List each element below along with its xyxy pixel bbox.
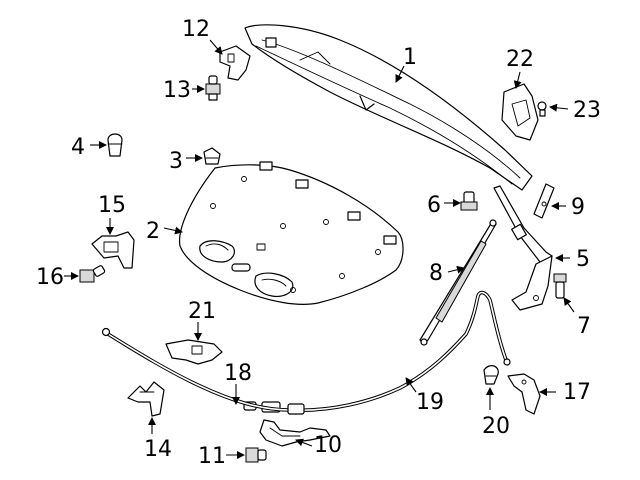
latch-clip-part: [483, 365, 499, 385]
callout-5: 5: [576, 247, 590, 272]
leader-12: [209, 39, 223, 55]
hinge-lower-bolt-part: [553, 273, 567, 299]
callout-7: 7: [577, 314, 591, 339]
striker-bracket-part: [501, 83, 539, 141]
hood-latch-part: [507, 373, 541, 415]
leader-19: [405, 377, 417, 393]
callout-3: 3: [169, 149, 183, 174]
leader-8: [447, 265, 465, 274]
callout-11: 11: [198, 444, 226, 469]
callout-8: 8: [429, 261, 443, 286]
leader-1: [395, 65, 405, 83]
hood-hinge-part: [493, 185, 553, 311]
insulator-clip-part: [203, 147, 221, 165]
callout-21: 21: [188, 299, 216, 324]
hood-bumper-part: [107, 133, 123, 157]
leader-23: [549, 103, 569, 112]
callout-20: 20: [482, 414, 510, 439]
leader-lines: [64, 39, 575, 459]
hood-insulator-part: [178, 161, 404, 305]
upper-hinge-bracket-part: [219, 45, 251, 81]
callout-15: 15: [98, 193, 126, 218]
callout-13: 13: [163, 78, 191, 103]
callout-10: 10: [314, 433, 342, 458]
release-bracket-bolt-part: [79, 265, 106, 283]
callout-19: 19: [416, 390, 444, 415]
callout-23: 23: [573, 98, 601, 123]
callout-14: 14: [144, 437, 172, 462]
release-handle-part: [165, 339, 223, 365]
leader-2: [163, 226, 183, 235]
upper-hinge-bolt-part: [205, 75, 221, 101]
callout-17: 17: [563, 380, 591, 405]
striker-clip-part: [537, 101, 547, 117]
hinge-bolt-part: [460, 191, 478, 211]
callout-6: 6: [427, 193, 441, 218]
lift-support-part: [419, 219, 497, 346]
hood-panel-part: [244, 24, 533, 191]
release-bracket-part: [91, 231, 135, 269]
leader-22: [513, 71, 522, 89]
leader-10: [295, 438, 313, 447]
latch-bolt-part: [245, 447, 267, 463]
callout-labels: 1 2 3 4 5 6 7 8 9 10 11 12 13 14 15 16 1…: [36, 17, 601, 469]
latch-bracket-part: [259, 419, 331, 447]
callout-16: 16: [36, 265, 64, 290]
cable-bracket-part: [127, 381, 165, 417]
callout-1: 1: [403, 45, 417, 70]
callout-4: 4: [71, 135, 85, 160]
callout-2: 2: [146, 219, 160, 244]
callout-18: 18: [224, 361, 252, 386]
callout-22: 22: [506, 47, 534, 72]
hinge-bracket-part: [533, 183, 555, 219]
callout-9: 9: [571, 195, 585, 220]
callout-12: 12: [182, 17, 210, 42]
leader-7: [563, 297, 575, 313]
